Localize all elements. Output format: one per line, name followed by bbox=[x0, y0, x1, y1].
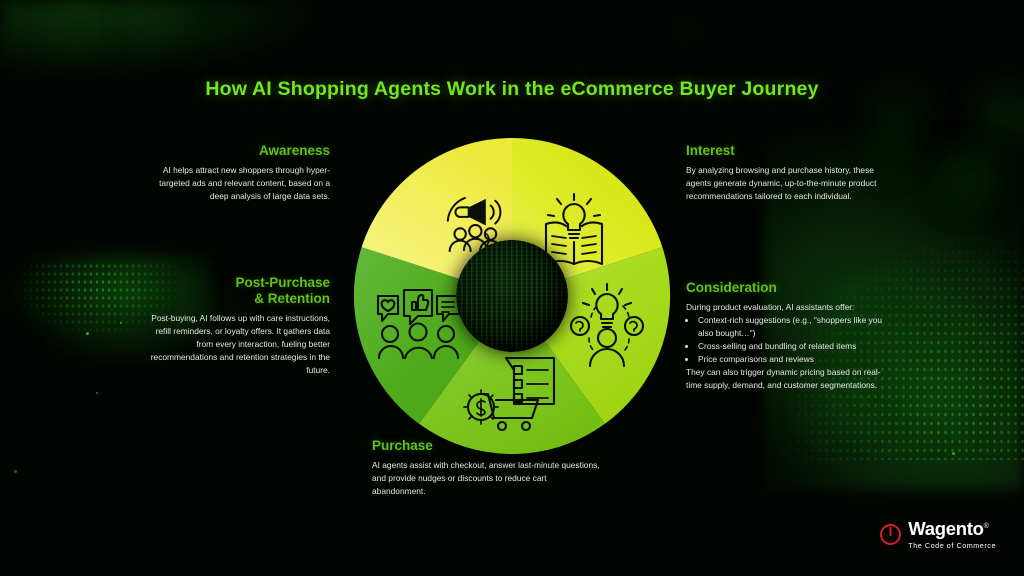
background-speck bbox=[96, 392, 98, 394]
logo-text-group: Wagento® The Code of Commerce bbox=[908, 517, 996, 550]
stage-heading-awareness: Awareness bbox=[258, 143, 330, 158]
stage-block-awareness: Awareness AI helps attract new shoppers … bbox=[140, 143, 330, 203]
stage-intro-consideration: During product evaluation, AI assistants… bbox=[686, 301, 855, 312]
logo-wordmark: Wagento® bbox=[908, 517, 989, 539]
stage-body-awareness: AI helps attract new shoppers through hy… bbox=[159, 164, 330, 201]
stage-block-post-purchase: Post-Purchase & Retention Post-buying, A… bbox=[140, 275, 330, 377]
background-bokeh bbox=[676, 20, 694, 38]
background-bokeh bbox=[962, 160, 984, 182]
logo-tagline: The Code of Commerce bbox=[908, 541, 996, 550]
background-speck bbox=[86, 332, 89, 335]
background-bokeh bbox=[880, 140, 898, 158]
logo-registered-mark: ® bbox=[983, 522, 989, 530]
stage-heading-post-purchase-line2: & Retention bbox=[254, 290, 330, 306]
background-bokeh bbox=[180, 300, 230, 318]
stage-bullet-list-consideration: Context-rich suggestions (e.g., "shopper… bbox=[697, 314, 886, 366]
wheel-center-hub bbox=[456, 240, 568, 352]
stage-block-purchase: Purchase AI agents assist with checkout,… bbox=[372, 438, 602, 498]
background-glow-right bbox=[764, 60, 1024, 490]
reviews-feedback-people-icon bbox=[376, 288, 461, 360]
stage-heading-interest: Interest bbox=[686, 143, 735, 158]
background-glow-top-left bbox=[0, 0, 330, 80]
background-bokeh bbox=[64, 24, 86, 46]
stage-heading-purchase: Purchase bbox=[372, 438, 433, 453]
logo-wordmark-text: Wagento bbox=[908, 517, 984, 539]
background-speck bbox=[952, 452, 955, 455]
stage-body-purchase: AI agents assist with checkout, answer l… bbox=[372, 459, 600, 496]
person-lightbulb-questions-icon bbox=[569, 282, 645, 368]
background-bokeh bbox=[140, 8, 170, 34]
background-bokeh bbox=[884, 104, 910, 130]
list-item: Cross-selling and bundling of related it… bbox=[697, 340, 886, 353]
stage-heading-consideration: Consideration bbox=[686, 280, 777, 295]
stage-body-interest: By analyzing browsing and purchase histo… bbox=[686, 164, 877, 201]
background-particles-right bbox=[774, 230, 1024, 460]
stage-outro-consideration: They can also trigger dynamic pricing ba… bbox=[686, 367, 881, 391]
background-bokeh bbox=[700, 300, 760, 320]
stage-block-interest: Interest By analyzing browsing and purch… bbox=[686, 143, 884, 203]
wagento-logo: Wagento® The Code of Commerce bbox=[879, 517, 996, 550]
buyer-journey-wheel bbox=[352, 136, 672, 456]
background-bokeh bbox=[16, 288, 30, 302]
power-circle-icon bbox=[880, 524, 902, 546]
background-bokeh bbox=[955, 162, 985, 192]
page-title: How AI Shopping Agents Work in the eComm… bbox=[205, 78, 819, 100]
background-particles-left bbox=[10, 262, 190, 342]
stage-heading-post-purchase-line1: Post-Purchase bbox=[235, 275, 330, 290]
wheel-segment-purchase[interactable] bbox=[419, 296, 605, 454]
book-lightbulb-icon bbox=[544, 192, 604, 266]
stage-heading-post-purchase: Post-Purchase & Retention bbox=[140, 275, 330, 307]
stage-body-post-purchase: Post-buying, AI follows up with care ins… bbox=[150, 312, 330, 375]
background-speck bbox=[120, 322, 122, 324]
shopping-cart-checkout-icon bbox=[463, 356, 556, 432]
background-speck bbox=[14, 470, 17, 473]
list-item: Context-rich suggestions (e.g., "shopper… bbox=[697, 314, 886, 340]
background-bokeh bbox=[990, 100, 1024, 134]
list-item: Price comparisons and reviews bbox=[697, 353, 886, 366]
stage-block-consideration: Consideration During product evaluation,… bbox=[686, 280, 886, 392]
background-bokeh bbox=[820, 390, 860, 416]
